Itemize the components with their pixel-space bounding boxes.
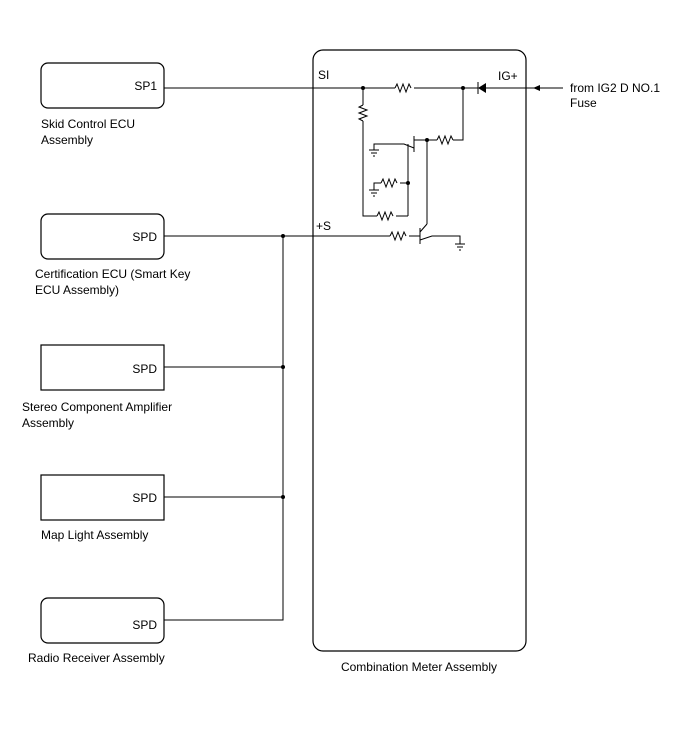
radio-name: Radio Receiver Assembly (28, 651, 165, 665)
map-light-pin-label: SPD (132, 491, 157, 505)
skid-control-pin-label: SP1 (134, 79, 157, 93)
skid-control-ecu-box (40, 62, 165, 109)
plus-s-resistor (389, 230, 407, 242)
spd-bus (164, 236, 284, 621)
radio-pin-label: SPD (132, 618, 157, 632)
skid-control-name-line2: Assembly (41, 133, 93, 147)
upper-transistor-collector (373, 143, 415, 150)
si-pin-label: SI (318, 68, 329, 82)
si-left-bus (362, 121, 377, 217)
skid-control-ecu: SP1 Skid Control ECU Assembly (40, 62, 165, 147)
certification-pin-label: SPD (132, 230, 157, 244)
map-light-assembly: SPD Map Light Assembly (40, 474, 165, 542)
ig-input-arrow (533, 85, 540, 91)
ig-diode (478, 83, 486, 93)
combination-meter-label: Combination Meter Assembly (341, 660, 497, 674)
ground-symbol-3 (455, 243, 465, 251)
combination-meter-box (312, 49, 527, 652)
mid-resistor (380, 177, 398, 189)
stereo-pin-label: SPD (132, 362, 157, 376)
source-line2: Fuse (570, 96, 597, 110)
stereo-component-amplifier: SPD Stereo Component Amplifier Assembly (22, 344, 172, 430)
stereo-name-line1: Stereo Component Amplifier (22, 400, 172, 414)
source-line1: from IG2 D NO.1 (570, 81, 660, 95)
map-light-name: Map Light Assembly (41, 528, 148, 542)
certification-ecu: SPD Certification ECU (Smart Key ECU Ass… (35, 213, 190, 297)
certification-name-line2: ECU Assembly) (35, 283, 119, 297)
plus-s-pin-label: +S (316, 219, 331, 233)
ig-pin-label: IG+ (498, 69, 518, 83)
lower-transistor-emitter (419, 235, 461, 244)
ground-symbol-2 (369, 189, 379, 197)
radio-receiver-assembly: SPD Radio Receiver Assembly (28, 597, 165, 665)
stereo-name-line2: Assembly (22, 416, 74, 430)
ig-down-wire (453, 88, 464, 141)
mid-ground-wire (373, 182, 381, 190)
upper-base-resistor (436, 134, 454, 146)
si-resistor (394, 82, 412, 94)
lower-transistor-collector (419, 223, 428, 233)
lower-resistor (376, 210, 394, 222)
pull-resistor (357, 104, 369, 122)
certification-name-line1: Certification ECU (Smart Key (35, 267, 190, 281)
ground-symbol-1 (369, 149, 379, 157)
map-light-box (40, 474, 165, 521)
skid-control-name-line1: Skid Control ECU (41, 117, 135, 131)
